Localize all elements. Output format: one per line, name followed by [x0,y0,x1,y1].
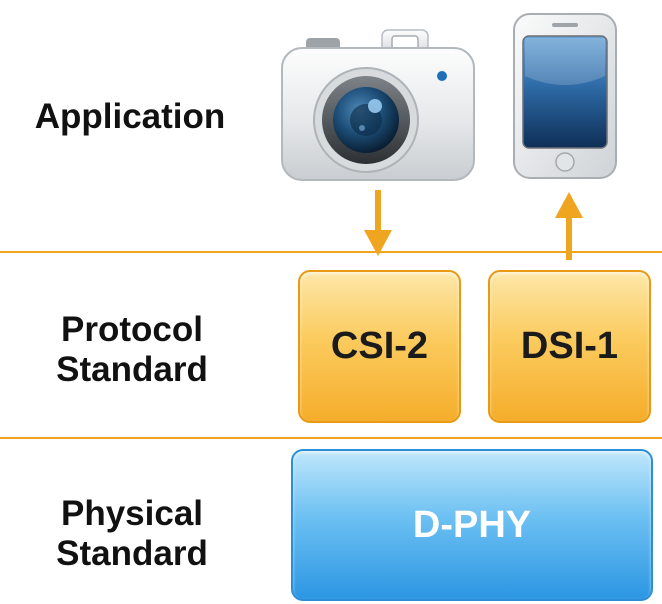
layer-divider-top [0,251,662,253]
csi2-label: CSI-2 [330,325,429,367]
protocol-label-line1: Protocol [61,310,203,349]
physical-label-line2: Standard [56,534,208,573]
protocol-label-line2: Standard [56,350,208,389]
csi2-block: CSI-2 [298,270,461,423]
dphy-label: D-PHY [412,503,532,546]
physical-standard-layer-label: Physical Standard [32,494,232,574]
arrow-up-dsi1-to-phone [555,192,583,260]
dsi1-label: DSI-1 [520,325,619,367]
layer-divider-bottom [0,437,662,439]
physical-label-line1: Physical [60,494,204,533]
smartphone-icon [513,13,617,179]
dphy-block: D-PHY [291,449,653,601]
application-layer-label: Application [20,97,240,137]
protocol-standard-layer-label: Protocol Standard [32,310,232,390]
dsi1-block: DSI-1 [488,270,651,423]
camera-icon [281,29,475,181]
application-label-text: Application [34,97,226,136]
arrow-down-camera-to-csi2 [364,190,392,256]
